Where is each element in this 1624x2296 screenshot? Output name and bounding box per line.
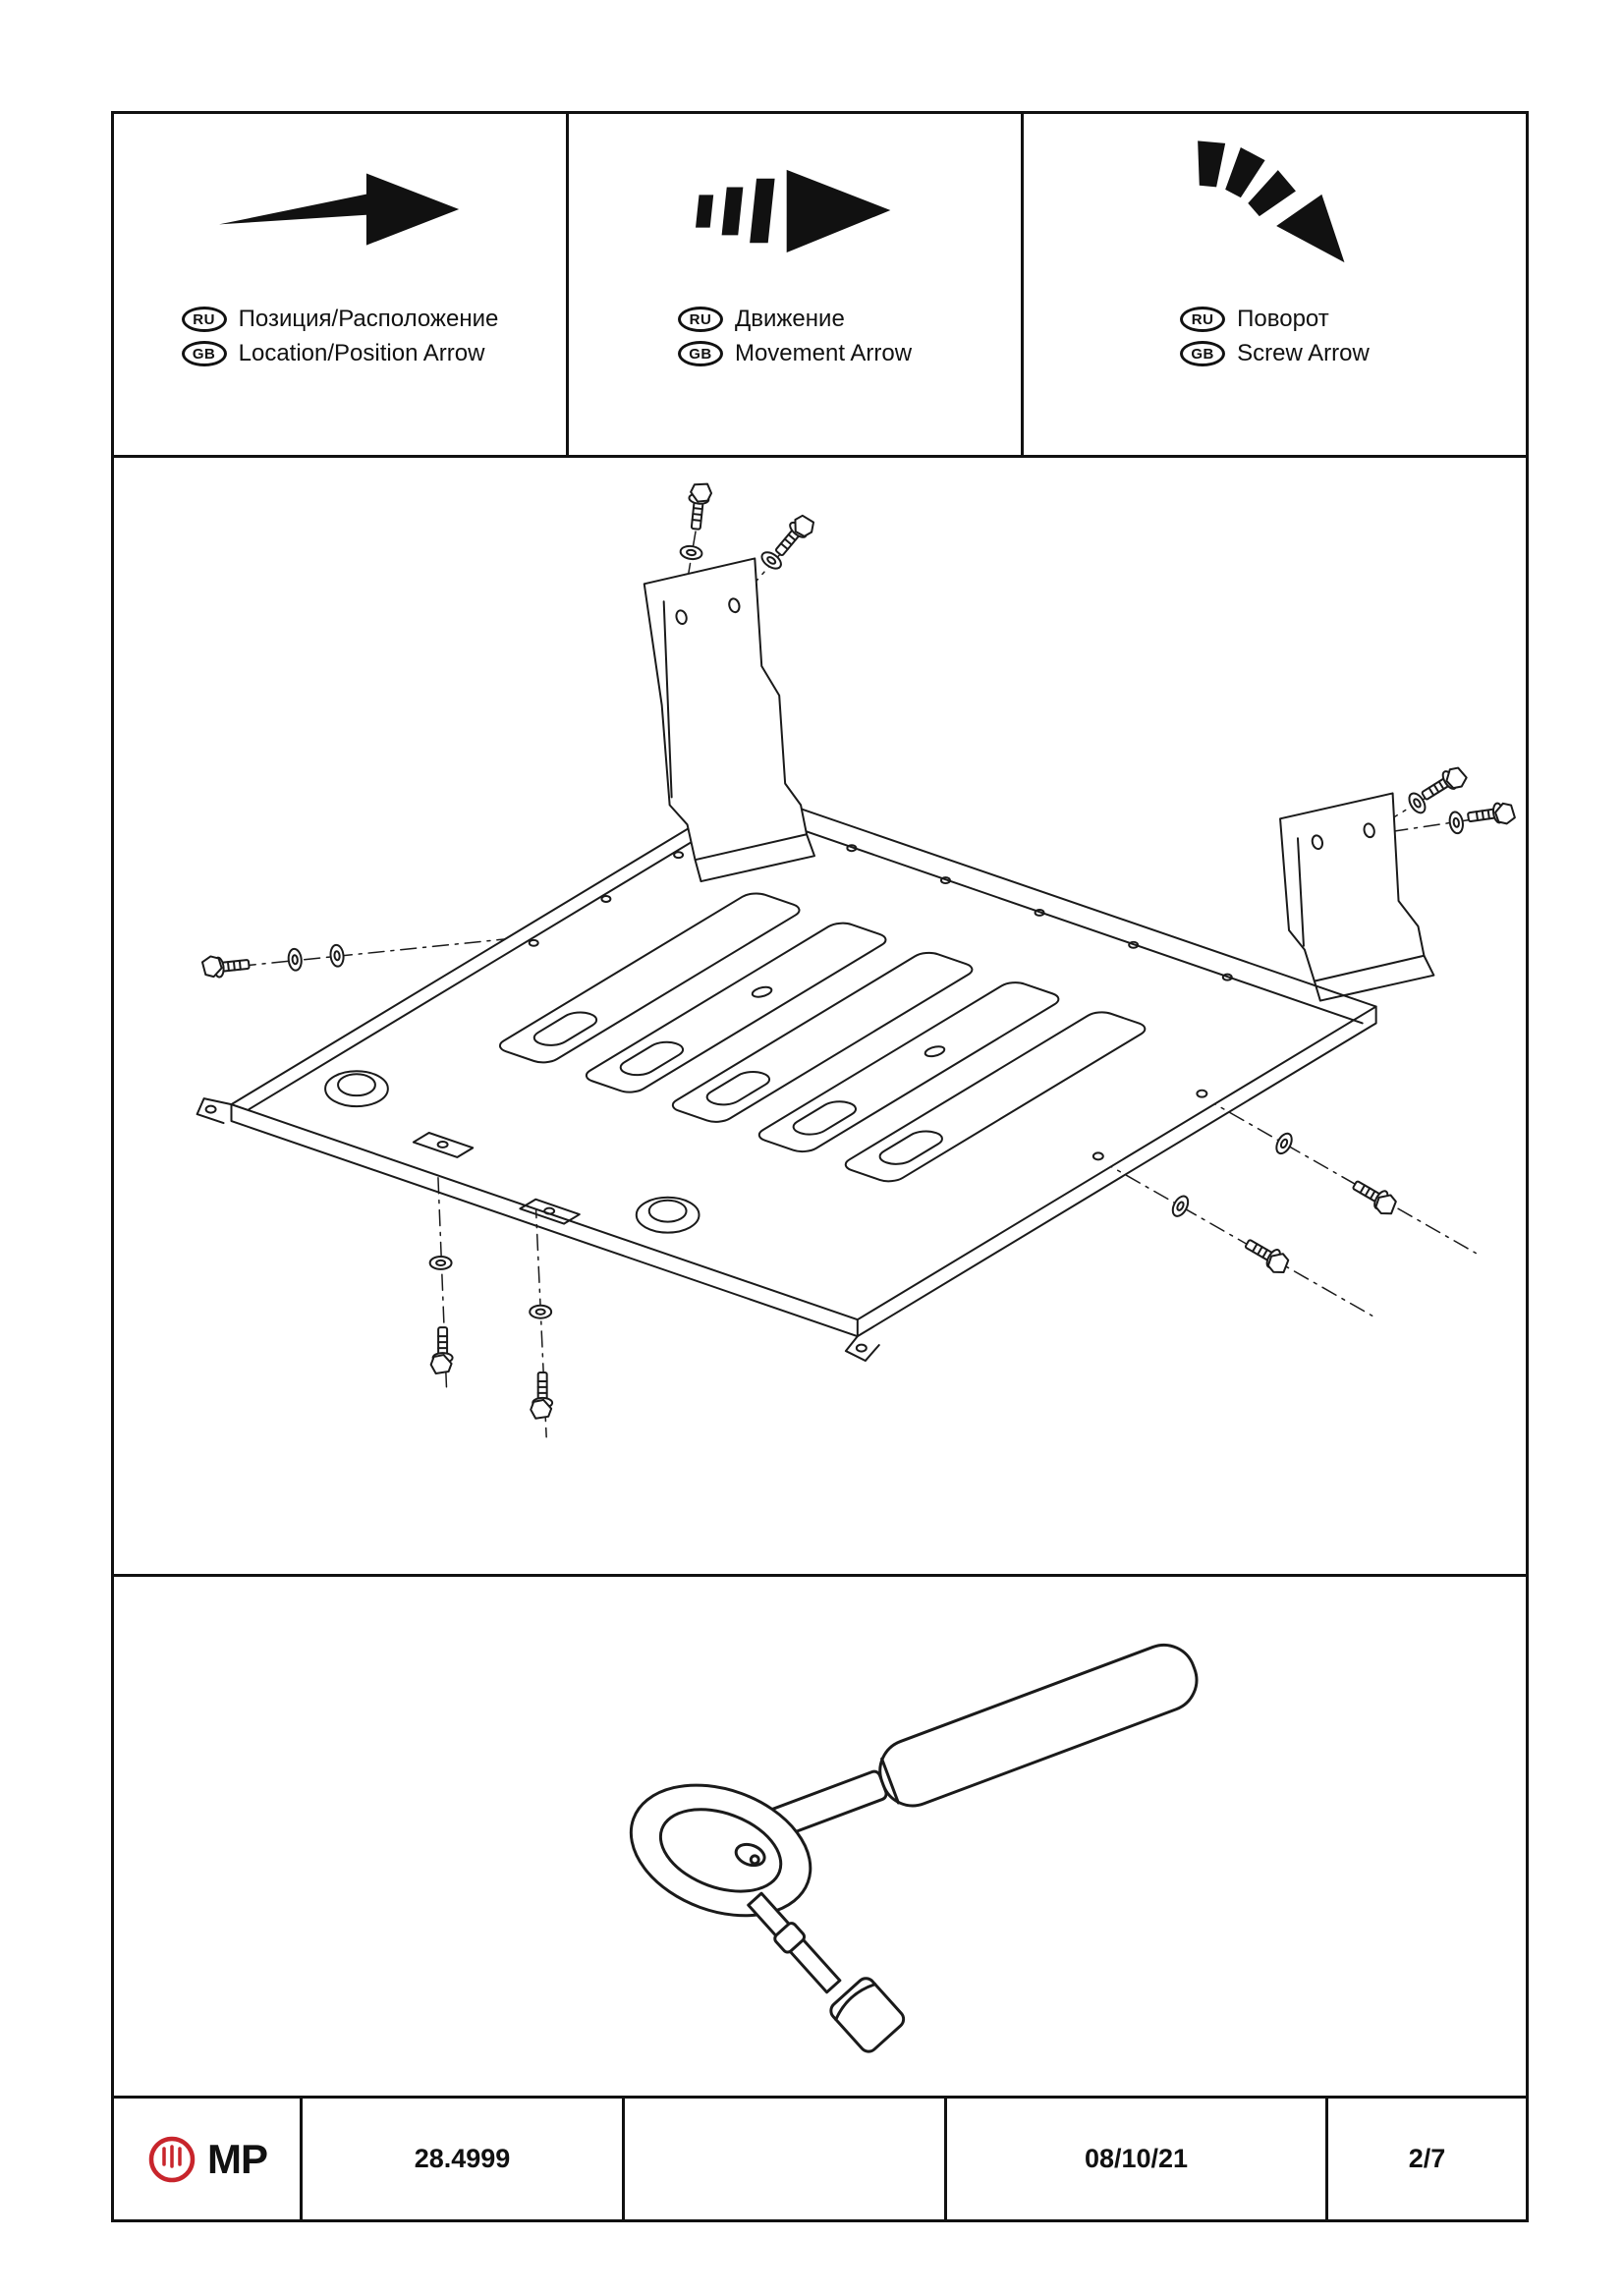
screw-arrow-icon	[1024, 114, 1526, 306]
legend-label-gb: Location/Position Arrow	[238, 340, 485, 366]
legend-label-gb: Screw Arrow	[1237, 340, 1370, 366]
exploded-view-panel	[114, 458, 1526, 1577]
legend-item-position: RU Позиция/Расположение GB Location/Posi…	[114, 114, 569, 455]
screw-arrow-glyph	[1198, 140, 1345, 263]
brand-logo-text: MP	[207, 2135, 268, 2182]
legend-label-ru: Движение	[734, 306, 845, 332]
part-number: 28.4999	[303, 2099, 625, 2219]
gb-badge: GB	[1180, 341, 1226, 366]
gb-badge: GB	[181, 341, 227, 366]
gb-badge: GB	[677, 341, 723, 366]
brand-logo: MP	[114, 2099, 303, 2219]
tool-panel	[114, 1577, 1526, 2099]
position-arrow-icon	[114, 114, 566, 306]
movement-arrow-icon	[569, 114, 1021, 306]
legend-labels: RU Поворот GB Screw Arrow	[1180, 306, 1370, 367]
brand-emblem-icon	[148, 2136, 196, 2182]
position-arrow-glyph	[218, 173, 460, 246]
legend-gb-row: GB Movement Arrow	[677, 340, 913, 367]
legend-item-screw: RU Поворот GB Screw Arrow	[1024, 114, 1526, 455]
page-indicator: 2/7	[1408, 2144, 1446, 2173]
ru-badge: RU	[1180, 307, 1226, 332]
revision-date: 08/10/21	[947, 2099, 1328, 2219]
ru-badge: RU	[677, 307, 723, 332]
legend-label-ru: Позиция/Расположение	[238, 306, 499, 332]
content-frame: RU Позиция/Расположение GB Location/Posi…	[111, 111, 1529, 2222]
legend-item-movement: RU Движение GB Movement Arrow	[569, 114, 1024, 455]
skid-plate-exploded-diagram	[114, 480, 1526, 1574]
legend-labels: RU Движение GB Movement Arrow	[677, 306, 913, 367]
empty-cell	[625, 2099, 947, 2219]
legend-label-gb: Movement Arrow	[734, 340, 913, 366]
arrow-legend: RU Позиция/Расположение GB Location/Posi…	[114, 114, 1526, 458]
legend-label-ru: Поворот	[1237, 306, 1329, 332]
legend-ru-row: RU Позиция/Расположение	[181, 306, 499, 333]
legend-ru-row: RU Движение	[677, 306, 912, 333]
torque-wrench-illustration	[629, 1643, 1199, 2053]
legend-labels: RU Позиция/Расположение GB Location/Posi…	[181, 306, 499, 367]
ru-badge: RU	[181, 307, 227, 332]
title-block: MP 28.4999 08/10/21 2/7	[114, 2099, 1526, 2219]
legend-gb-row: GB Location/Position Arrow	[181, 340, 499, 367]
legend-ru-row: RU Поворот	[1180, 306, 1370, 333]
legend-gb-row: GB Screw Arrow	[1180, 340, 1370, 367]
movement-arrow-glyph	[695, 169, 890, 252]
